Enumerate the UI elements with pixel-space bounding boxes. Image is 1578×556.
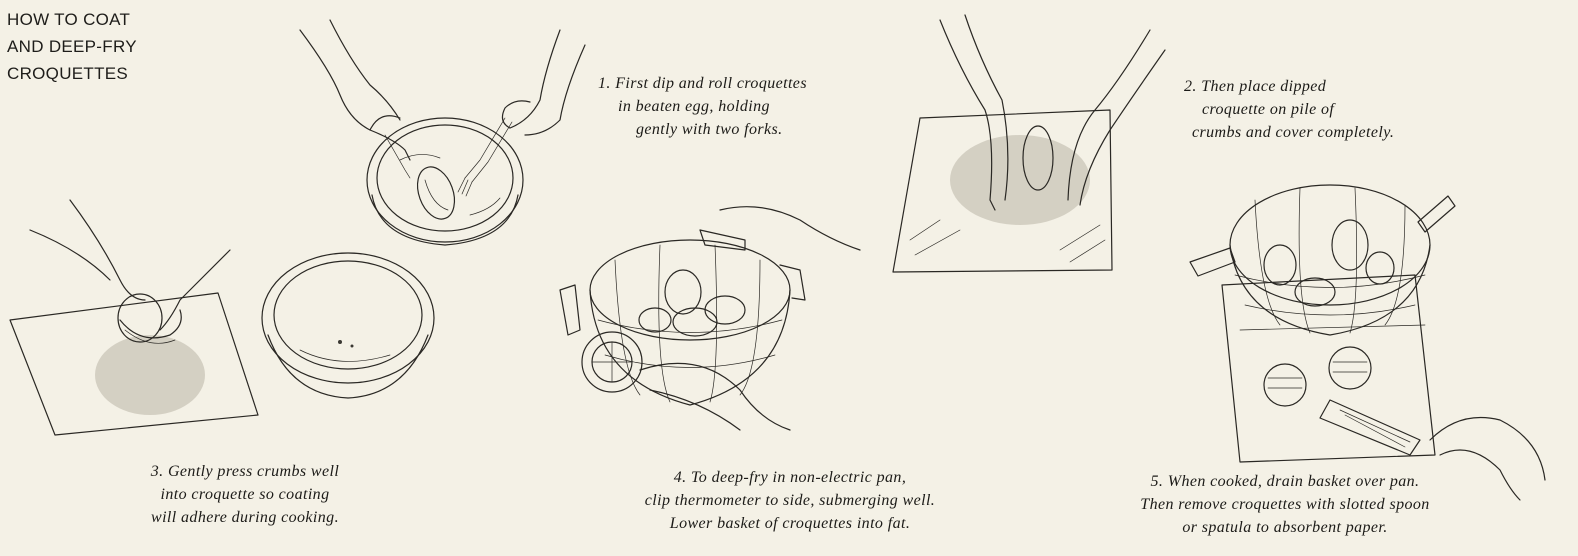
caption-line: into croquette so coating <box>80 483 410 506</box>
step-2-caption: 2. Then place dipped croquette on pile o… <box>1184 75 1394 144</box>
empty-bowl-illustration <box>262 253 434 398</box>
step-4-caption: 4. To deep-fry in non-electric pan, clip… <box>560 466 1020 535</box>
caption-line: or spatula to absorbent paper. <box>1050 516 1520 539</box>
caption-line: Then remove croquettes with slotted spoo… <box>1050 493 1520 516</box>
step-5-caption: 5. When cooked, drain basket over pan. T… <box>1050 470 1520 539</box>
caption-line: 1. First dip and roll croquettes <box>598 72 807 95</box>
deep-fry-basket-illustration <box>560 207 860 430</box>
step-3-caption: 3. Gently press crumbs well into croquet… <box>80 460 410 529</box>
caption-line: 5. When cooked, drain basket over pan. <box>1050 470 1520 493</box>
caption-line: 2. Then place dipped <box>1184 75 1394 98</box>
crumb-paper-illustration <box>893 15 1165 272</box>
caption-line: 4. To deep-fry in non-electric pan, <box>560 466 1020 489</box>
press-crumbs-illustration <box>10 200 258 435</box>
caption-line: crumbs and cover completely. <box>1184 121 1394 144</box>
egg-bowl-illustration <box>300 20 585 245</box>
caption-line: 3. Gently press crumbs well <box>80 460 410 483</box>
caption-line: croquette on pile of <box>1184 98 1394 121</box>
drain-basket-illustration <box>1190 185 1545 500</box>
caption-line: clip thermometer to side, submerging wel… <box>560 489 1020 512</box>
caption-line: gently with two forks. <box>598 118 807 141</box>
caption-line: Lower basket of croquettes into fat. <box>560 512 1020 535</box>
step-1-caption: 1. First dip and roll croquettes in beat… <box>598 72 807 141</box>
caption-line: will adhere during cooking. <box>80 506 410 529</box>
caption-line: in beaten egg, holding <box>598 95 807 118</box>
